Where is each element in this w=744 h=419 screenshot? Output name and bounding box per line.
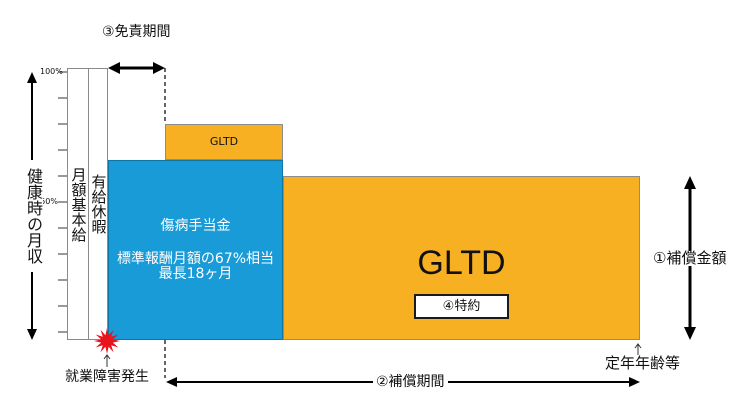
compensation-period-label: ②補償期間 (373, 375, 448, 389)
exemption-period-arrow-head-left (108, 62, 120, 74)
disability-onset-burst-icon (94, 328, 120, 354)
compensation-amount-label: ①補償金額 (652, 249, 728, 267)
healthy-income-arrow-head-top (27, 72, 37, 83)
onset-pointer-arrow (103, 354, 111, 367)
retirement-pointer-arrow (634, 343, 642, 355)
compensation-period-arrow-head-right (629, 377, 640, 387)
special-rider-label: ④特約 (442, 299, 481, 314)
monthly-base-salary-label: 月額基本給 (69, 166, 88, 242)
exemption-period-arrow-head-right (153, 62, 165, 74)
healthy-monthly-income-label: 健康時の月収 (24, 168, 43, 264)
sickness-allowance-rate: 標準報酬月額の67%相当 (116, 251, 275, 267)
gltd-main-box: GLTD ④特約 (283, 176, 640, 340)
exemption-period-arrow (108, 62, 165, 74)
disability-onset-label: 就業障害発生 (65, 369, 149, 385)
axis-label-100: 100% (40, 67, 63, 76)
sickness-allowance-title: 傷病手当金 (160, 218, 231, 234)
compensation-amount-arrow-head-top (684, 176, 696, 189)
paid-leave-label: 有給休暇 (89, 174, 108, 234)
gltd-top-up-box: GLTD (165, 124, 283, 160)
exemption-period-label: ③免責期間 (102, 24, 171, 40)
sickness-allowance-max-period: 最長18ヶ月 (158, 266, 233, 282)
gltd-top-up-label: GLTD (209, 135, 239, 148)
gltd-main-label: GLTD (417, 244, 506, 282)
healthy-income-label-wrap: 健康時の月収 (23, 160, 43, 272)
special-rider-box: ④特約 (414, 294, 509, 319)
y-axis-ticks (58, 71, 67, 333)
healthy-income-arrow-head-bottom (27, 329, 37, 340)
retirement-age-label: 定年年齢等 (605, 354, 681, 372)
paid-leave-box: 有給休暇 (89, 68, 108, 340)
onset-pointer-head (103, 354, 111, 360)
compensation-amount-arrow-head-bottom (684, 327, 696, 340)
compensation-period-arrow-head-left (166, 377, 177, 387)
retirement-pointer-head (634, 343, 642, 349)
sickness-allowance-box: 傷病手当金 標準報酬月額の67%相当 最長18ヶ月 (108, 160, 283, 340)
monthly-base-salary-box: 月額基本給 (67, 68, 89, 340)
axis-label-50: 50% (40, 197, 58, 206)
